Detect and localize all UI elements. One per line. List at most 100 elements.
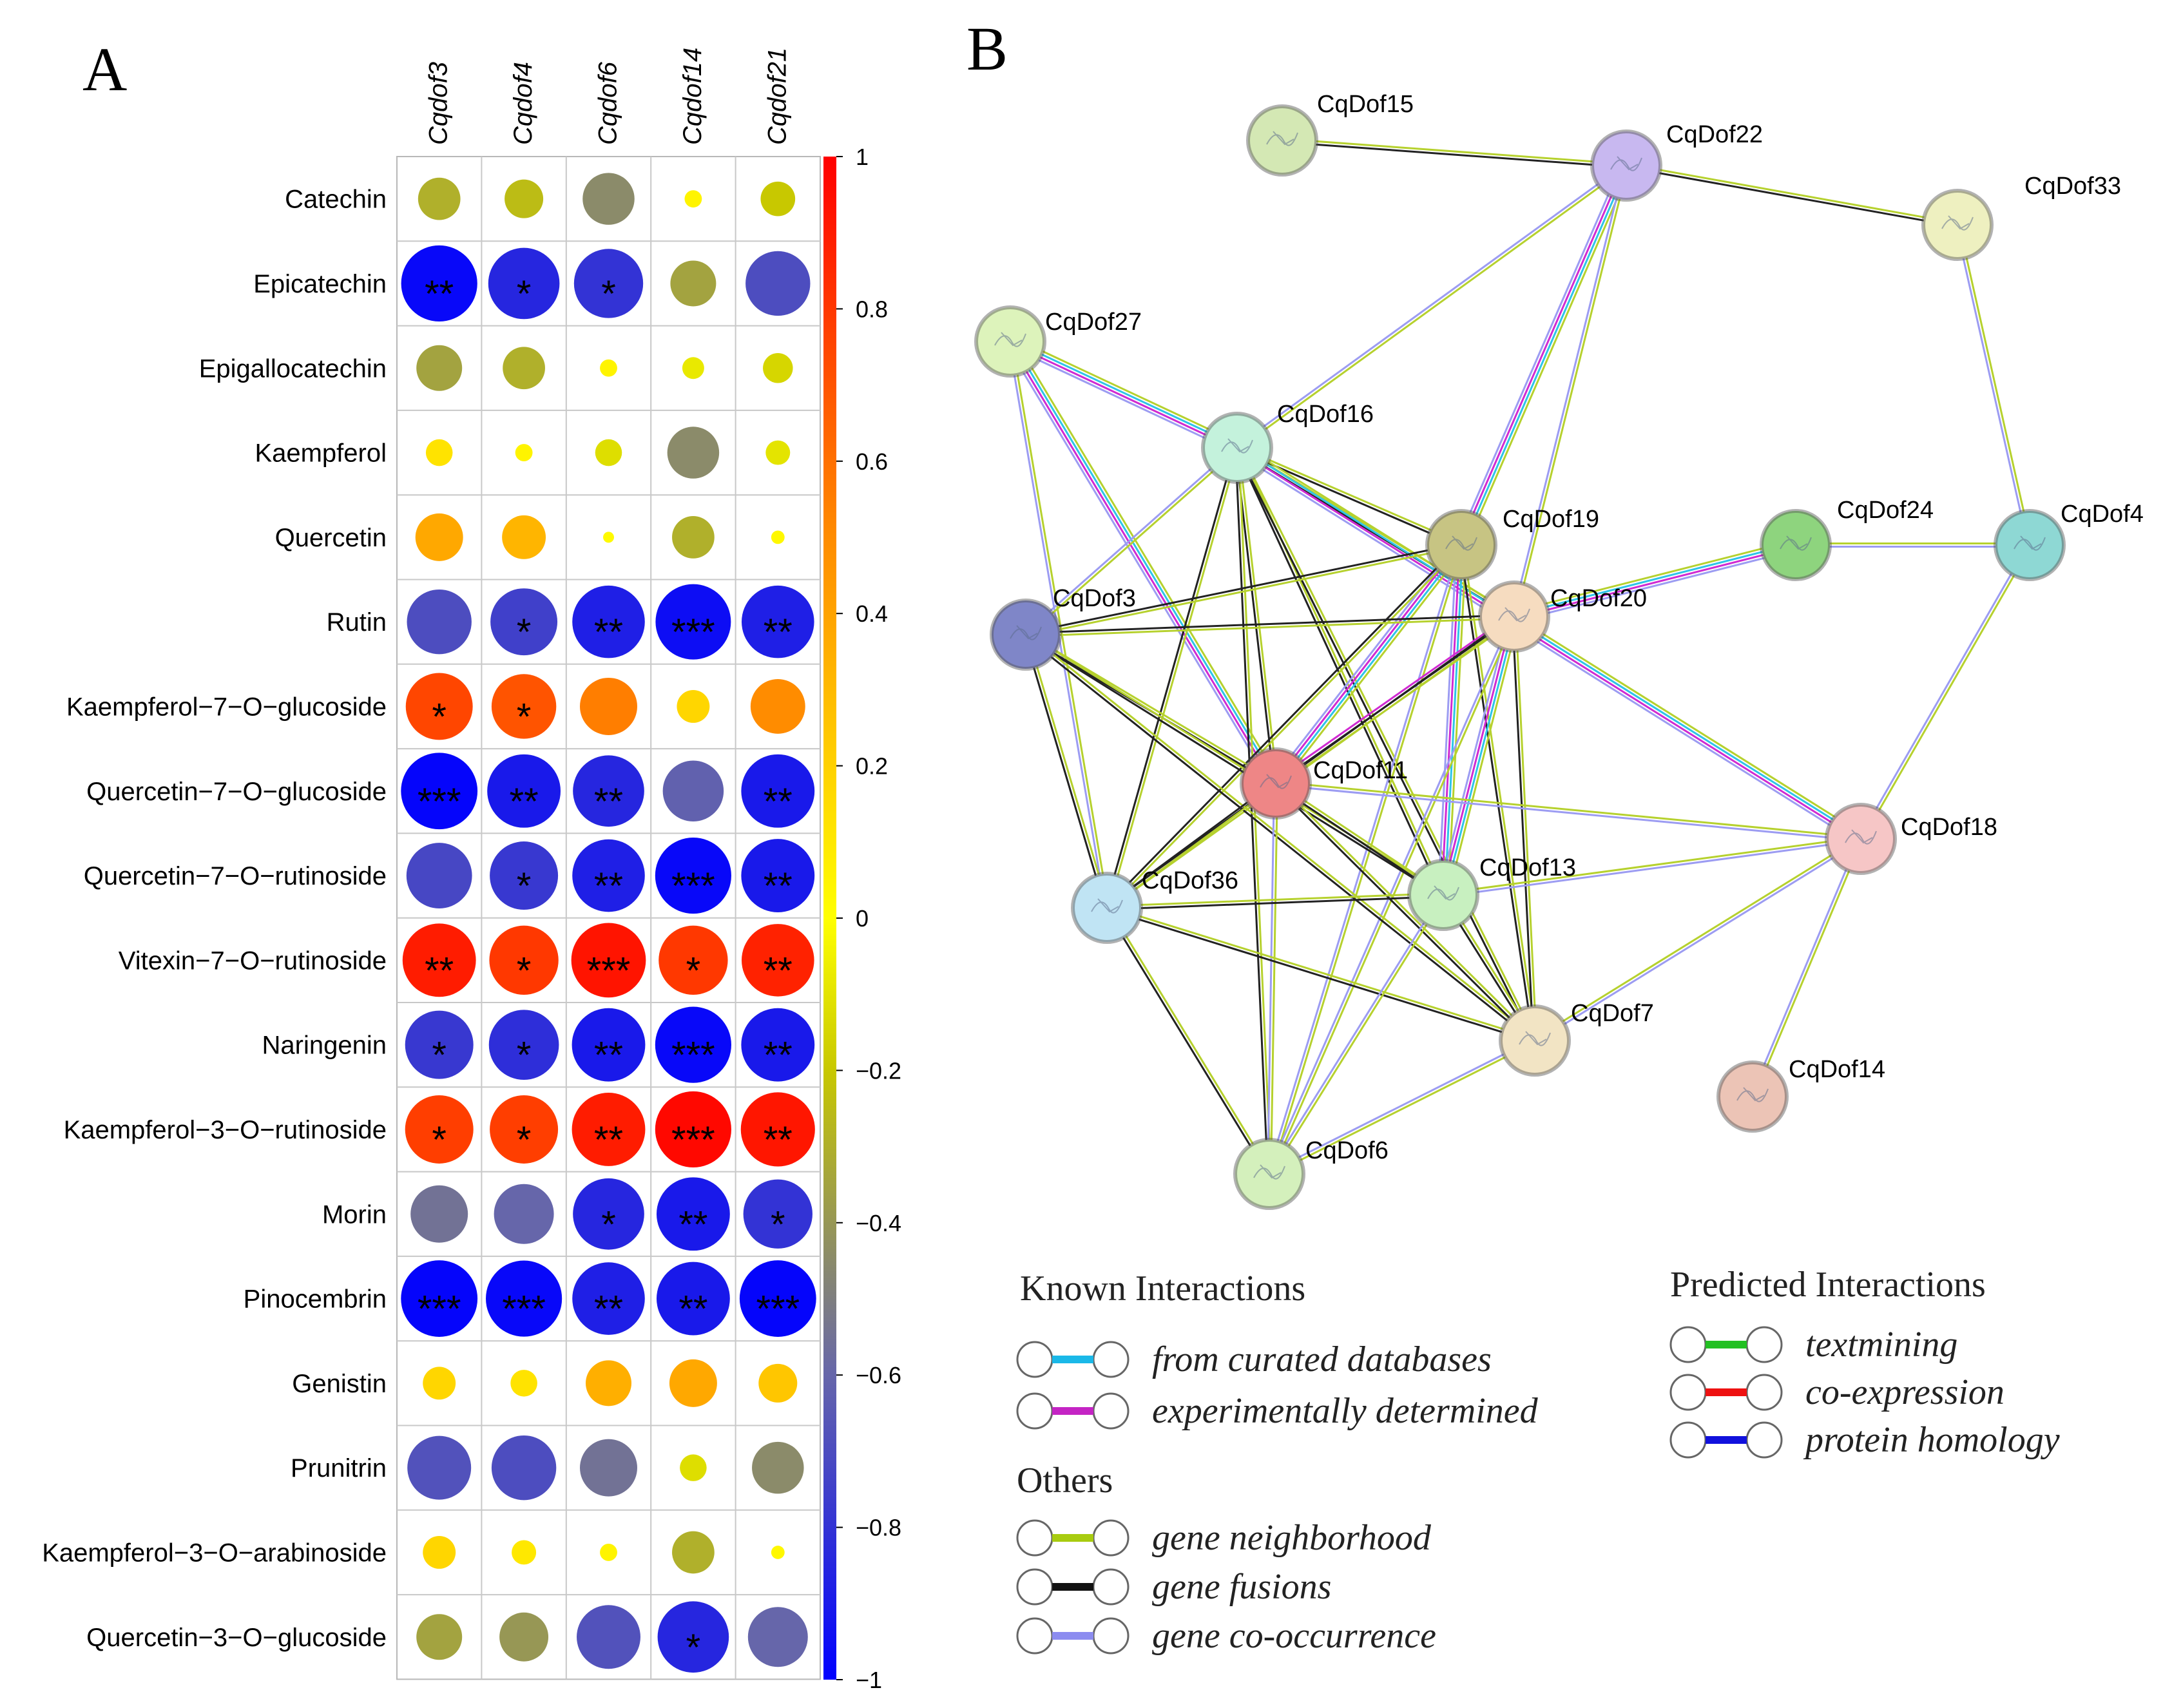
correlation-circle	[571, 923, 646, 998]
node-circle[interactable]	[1071, 872, 1143, 944]
legend-node-icon	[1016, 1341, 1053, 1378]
correlation-circle	[486, 1260, 562, 1337]
protein-node-CqDof4[interactable]: CqDof4	[1994, 501, 2144, 581]
protein-node-CqDof27[interactable]: CqDof27	[974, 305, 1142, 378]
protein-structure-icon	[1780, 535, 1812, 551]
protein-node-CqDof15[interactable]: CqDof15	[1246, 91, 1414, 177]
node-circle[interactable]	[1499, 1004, 1571, 1077]
row-label: Epigallocatechin	[199, 354, 387, 383]
interaction-edge-CqDof3-CqDof13	[1024, 635, 1443, 897]
interaction-edge-CqDof16-CqDof18	[1239, 443, 1864, 836]
node-circle[interactable]	[1201, 412, 1273, 484]
colorbar-tick-label: 0	[856, 905, 869, 932]
protein-node-CqDof6[interactable]: CqDof6	[1233, 1137, 1389, 1210]
correlation-circle	[499, 1612, 549, 1662]
correlation-circle	[586, 1360, 631, 1406]
protein-structure-icon	[1427, 885, 1459, 901]
correlation-circle	[657, 1601, 729, 1673]
protein-node-CqDof11[interactable]: CqDof11	[1240, 747, 1408, 820]
legend-item: gene fusions	[1016, 1567, 1331, 1607]
protein-node-CqDof3[interactable]: CqDof3	[990, 585, 1136, 671]
protein-node-CqDof16[interactable]: CqDof16	[1201, 401, 1374, 484]
correlation-circle	[739, 1260, 816, 1337]
interaction-edge-CqDof16-CqDof7	[1237, 446, 1537, 1041]
interaction-edge-CqDof19-CqDof13	[1447, 545, 1467, 896]
protein-node-CqDof18[interactable]: CqDof18	[1825, 803, 1997, 875]
correlation-circle	[741, 839, 815, 912]
protein-node-CqDof14[interactable]: CqDof14	[1716, 1056, 1885, 1133]
node-circle[interactable]	[1240, 747, 1312, 820]
interaction-edge-CqDof22-CqDof33	[1626, 166, 1957, 227]
protein-node-CqDof13[interactable]: CqDof13	[1407, 854, 1576, 931]
row-label: Kaempferol	[255, 439, 387, 468]
significance-stars: **	[594, 781, 623, 823]
node-circle[interactable]	[1825, 803, 1897, 875]
node-label: CqDof11	[1313, 757, 1408, 784]
significance-stars: **	[594, 1289, 623, 1330]
node-circle[interactable]	[1246, 104, 1318, 177]
correlation-circle	[771, 530, 785, 544]
node-circle[interactable]	[1590, 130, 1662, 202]
significance-stars: *	[432, 1119, 447, 1161]
protein-node-CqDof33[interactable]: CqDof33	[1921, 173, 2121, 261]
significance-stars: ***	[671, 611, 715, 653]
row-label: Genistin	[292, 1370, 387, 1398]
interaction-edge-CqDof20-CqDof13	[1447, 617, 1520, 897]
row-label: Quercetin−3−O−glucoside	[86, 1624, 387, 1652]
interaction-edge-CqDof22-CqDof19	[1465, 167, 1632, 548]
legend-heading: Predicted Interactions	[1670, 1265, 1986, 1305]
node-label: CqDof20	[1550, 585, 1647, 612]
node-circle[interactable]	[990, 599, 1062, 671]
correlation-circle	[600, 1544, 617, 1561]
significance-stars: *	[686, 950, 701, 992]
legend-node-icon	[1669, 1326, 1707, 1363]
interaction-edge-CqDof36-CqDof7	[1107, 905, 1536, 1041]
protein-structure-icon	[994, 332, 1026, 347]
node-circle[interactable]	[1921, 189, 1994, 261]
correlation-circle	[669, 1359, 717, 1407]
correlation-circle	[655, 1006, 731, 1083]
node-label: CqDof18	[1901, 814, 1997, 841]
correlation-circle	[745, 251, 811, 316]
correlation-circle	[401, 245, 477, 322]
node-circle[interactable]	[1760, 509, 1832, 581]
node-label: CqDof13	[1479, 854, 1576, 881]
significance-stars: **	[678, 1289, 707, 1330]
node-circle[interactable]	[1716, 1060, 1789, 1133]
interaction-edge-CqDof19-CqDof7	[1459, 545, 1535, 1041]
protein-node-CqDof19[interactable]: CqDof19	[1425, 506, 1599, 581]
significance-stars: **	[425, 950, 454, 992]
node-circle[interactable]	[1425, 509, 1497, 581]
legend-node-icon	[1016, 1519, 1053, 1557]
legend-node-icon	[1745, 1326, 1783, 1363]
significance-stars: *	[517, 1119, 532, 1161]
protein-node-CqDof24[interactable]: CqDof24	[1760, 497, 1934, 581]
protein-node-CqDof36[interactable]: CqDof36	[1071, 867, 1238, 944]
interaction-edge-CqDof3-CqDof36	[1023, 635, 1107, 909]
interaction-edge-CqDof13-CqDof18	[1443, 839, 1861, 897]
colorbar-tick-label: −0.2	[856, 1057, 901, 1084]
node-circle[interactable]	[1994, 509, 2066, 581]
node-circle[interactable]	[974, 305, 1046, 378]
interaction-edge-CqDof20-CqDof3	[1026, 617, 1515, 637]
significance-stars: *	[517, 950, 532, 992]
protein-node-CqDof22[interactable]: CqDof22	[1590, 121, 1763, 202]
significance-stars: *	[517, 611, 532, 653]
protein-node-CqDof7[interactable]: CqDof7	[1499, 1000, 1654, 1077]
correlation-circle	[410, 1185, 468, 1243]
interaction-edge-CqDof13-CqDof6	[1269, 895, 1446, 1176]
significance-stars: *	[517, 273, 532, 315]
node-circle[interactable]	[1233, 1138, 1305, 1210]
colorbar-tick-label: −0.4	[856, 1210, 901, 1236]
interaction-edge-CqDof27-CqDof11	[1008, 341, 1276, 785]
node-circle[interactable]	[1478, 581, 1550, 653]
protein-node-CqDof20[interactable]: CqDof20	[1478, 581, 1647, 653]
correlation-circle	[747, 1607, 808, 1667]
colorbar-tick-label: 0.4	[856, 600, 888, 627]
correlation-circle	[655, 584, 731, 660]
interaction-edge-CqDof19-CqDof6	[1267, 544, 1461, 1174]
node-circle[interactable]	[1407, 859, 1479, 931]
colorbar: 10.80.60.40.20−0.2−0.4−0.6−0.8−1	[823, 144, 901, 1693]
correlation-circle	[742, 585, 814, 658]
